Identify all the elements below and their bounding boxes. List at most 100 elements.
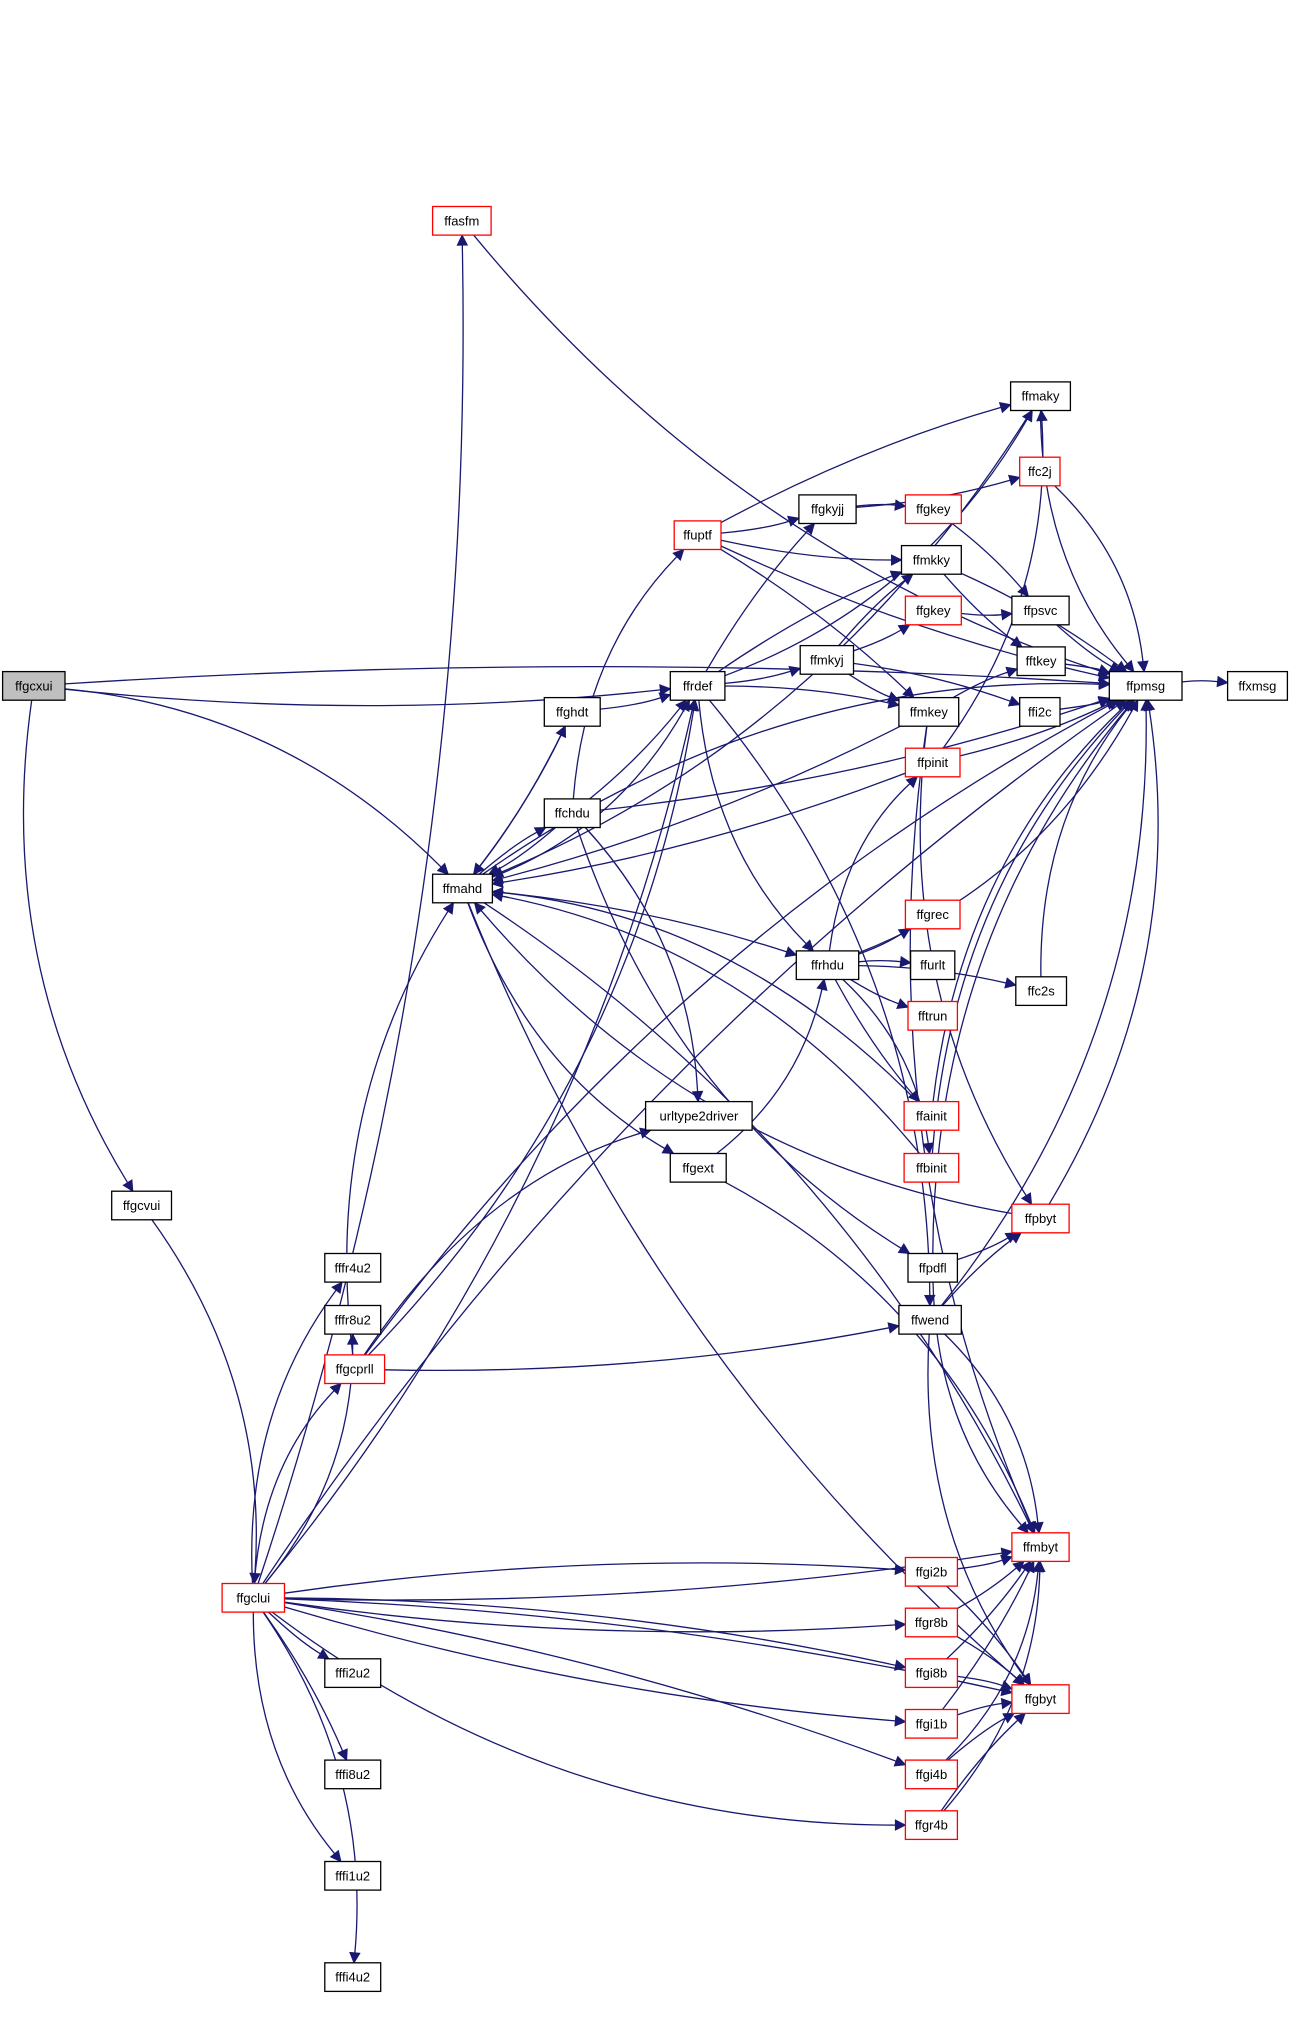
node-ffpinit[interactable]: ffpinit — [904, 747, 961, 778]
node-urltype2driver[interactable]: urltype2driver — [644, 1100, 753, 1131]
node-box-ffpdfl[interactable] — [907, 1252, 959, 1283]
node-box-fffi4u2[interactable] — [324, 1962, 382, 1993]
node-ffgr4b[interactable]: ffgr4b — [904, 1810, 959, 1841]
node-ffgrec[interactable]: ffgrec — [904, 899, 961, 930]
node-ffgi8b[interactable]: ffgi8b — [904, 1658, 959, 1689]
node-ffgcprll[interactable]: ffgcprll — [324, 1354, 386, 1385]
node-ffbinit[interactable]: ffbinit — [903, 1152, 960, 1183]
node-ffmaky[interactable]: ffmaky — [1009, 381, 1072, 412]
node-ffmahd[interactable]: ffmahd — [431, 873, 494, 904]
node-box-ffgi4b[interactable] — [904, 1759, 959, 1790]
node-fffr4u2[interactable]: fffr4u2 — [324, 1252, 382, 1283]
node-ffwend[interactable]: ffwend — [898, 1304, 962, 1335]
node-box-ffmbyt[interactable] — [1011, 1532, 1070, 1563]
node-box-ffgr8b[interactable] — [904, 1607, 959, 1638]
node-box-ffgrec[interactable] — [904, 899, 961, 930]
node-ffmbyt[interactable]: ffmbyt — [1011, 1532, 1070, 1563]
node-ffgi2b[interactable]: ffgi2b — [904, 1556, 959, 1587]
node-ffgr8b[interactable]: ffgr8b — [904, 1607, 959, 1638]
node-box-ffgcprll[interactable] — [324, 1354, 386, 1385]
node-box-ffgbyt[interactable] — [1011, 1684, 1070, 1715]
node-fffi4u2[interactable]: fffi4u2 — [324, 1962, 382, 1993]
node-ffmkky[interactable]: ffmkky — [900, 544, 962, 575]
node-box-ffbinit[interactable] — [903, 1152, 960, 1183]
node-ffmkyj[interactable]: ffmkyj — [799, 644, 855, 675]
node-ffgcvui[interactable]: ffgcvui — [111, 1190, 173, 1221]
node-box-fffi1u2[interactable] — [324, 1860, 382, 1891]
node-box-fffi8u2[interactable] — [324, 1759, 382, 1790]
node-ffc2j[interactable]: ffc2j — [1019, 456, 1061, 487]
node-fftkey[interactable]: fftkey — [1016, 646, 1066, 677]
node-ffgkey1[interactable]: ffgkey — [904, 494, 962, 525]
node-box-ffmahd[interactable] — [431, 873, 494, 904]
node-box-ffuptf[interactable] — [673, 520, 722, 551]
node-box-ffmkyj[interactable] — [799, 644, 855, 675]
node-ffgext[interactable]: ffgext — [669, 1152, 727, 1183]
node-box-ffc2j[interactable] — [1019, 456, 1061, 487]
node-ffchdu[interactable]: ffchdu — [543, 798, 601, 829]
node-box-fftkey[interactable] — [1016, 646, 1066, 677]
node-box-urltype2driver[interactable] — [644, 1100, 753, 1131]
node-box-ffgcxui[interactable] — [1, 670, 66, 701]
node-box-ffpsvc[interactable] — [1011, 595, 1070, 626]
node-box-ffgcvui[interactable] — [111, 1190, 173, 1221]
node-ffuptf[interactable]: ffuptf — [673, 520, 722, 551]
node-fffi2u2[interactable]: fffi2u2 — [324, 1658, 382, 1689]
node-ffpmsg[interactable]: ffpmsg — [1108, 670, 1183, 701]
node-box-ffmkey[interactable] — [898, 696, 960, 727]
node-box-ffgkyjj[interactable] — [798, 494, 857, 525]
node-box-fffi2u2[interactable] — [324, 1658, 382, 1689]
node-ffxmsg[interactable]: ffxmsg — [1226, 670, 1289, 701]
node-ffgcxui[interactable]: ffgcxui — [1, 670, 66, 701]
node-box-ffpinit[interactable] — [904, 747, 961, 778]
node-box-fffr4u2[interactable] — [324, 1252, 382, 1283]
node-ffgkyjj[interactable]: ffgkyjj — [798, 494, 857, 525]
node-ffi2c[interactable]: ffi2c — [1019, 696, 1061, 727]
node-ffpbyt[interactable]: ffpbyt — [1011, 1203, 1070, 1234]
node-box-ffurlt[interactable] — [909, 950, 956, 981]
node-box-ffxmsg[interactable] — [1226, 670, 1289, 701]
node-fffr8u2[interactable]: fffr8u2 — [324, 1304, 382, 1335]
node-box-ffghdt[interactable] — [543, 696, 601, 727]
node-ffainit[interactable]: ffainit — [903, 1100, 960, 1131]
node-ffc2s[interactable]: ffc2s — [1015, 976, 1068, 1007]
node-box-ffchdu[interactable] — [543, 798, 601, 829]
node-box-ffpmsg[interactable] — [1108, 670, 1183, 701]
node-box-ffgkey2[interactable] — [904, 595, 962, 626]
node-box-ffwend[interactable] — [898, 1304, 962, 1335]
node-ffgclui[interactable]: ffgclui — [221, 1582, 286, 1613]
node-box-ffc2s[interactable] — [1015, 976, 1068, 1007]
node-box-ffgr4b[interactable] — [904, 1810, 959, 1841]
node-ffgi1b[interactable]: ffgi1b — [904, 1708, 959, 1739]
node-box-ffgi1b[interactable] — [904, 1708, 959, 1739]
node-box-ffasfm[interactable] — [431, 205, 492, 236]
node-ffurlt[interactable]: ffurlt — [909, 950, 956, 981]
node-box-ffi2c[interactable] — [1019, 696, 1061, 727]
node-ffasfm[interactable]: ffasfm — [431, 205, 492, 236]
node-box-ffmkky[interactable] — [900, 544, 962, 575]
node-box-ffgext[interactable] — [669, 1152, 727, 1183]
node-ffmkey[interactable]: ffmkey — [898, 696, 960, 727]
node-ffghdt[interactable]: ffghdt — [543, 696, 601, 727]
node-ffrhdu[interactable]: ffrhdu — [795, 950, 860, 981]
node-ffgkey2[interactable]: ffgkey — [904, 595, 962, 626]
node-ffpsvc[interactable]: ffpsvc — [1011, 595, 1070, 626]
node-box-ffgclui[interactable] — [221, 1582, 286, 1613]
node-box-ffgi2b[interactable] — [904, 1556, 959, 1587]
node-box-fftrun[interactable] — [907, 1000, 959, 1031]
node-box-fffr8u2[interactable] — [324, 1304, 382, 1335]
node-box-ffrdef[interactable] — [669, 670, 726, 701]
node-box-ffainit[interactable] — [903, 1100, 960, 1131]
node-ffgi4b[interactable]: ffgi4b — [904, 1759, 959, 1790]
node-box-ffgkey1[interactable] — [904, 494, 962, 525]
node-box-ffpbyt[interactable] — [1011, 1203, 1070, 1234]
node-box-ffmaky[interactable] — [1009, 381, 1072, 412]
node-fffi1u2[interactable]: fffi1u2 — [324, 1860, 382, 1891]
node-ffpdfl[interactable]: ffpdfl — [907, 1252, 959, 1283]
node-fftrun[interactable]: fftrun — [907, 1000, 959, 1031]
node-box-ffgi8b[interactable] — [904, 1658, 959, 1689]
node-ffgbyt[interactable]: ffgbyt — [1011, 1684, 1070, 1715]
node-ffrdef[interactable]: ffrdef — [669, 670, 726, 701]
node-box-ffrhdu[interactable] — [795, 950, 860, 981]
node-fffi8u2[interactable]: fffi8u2 — [324, 1759, 382, 1790]
